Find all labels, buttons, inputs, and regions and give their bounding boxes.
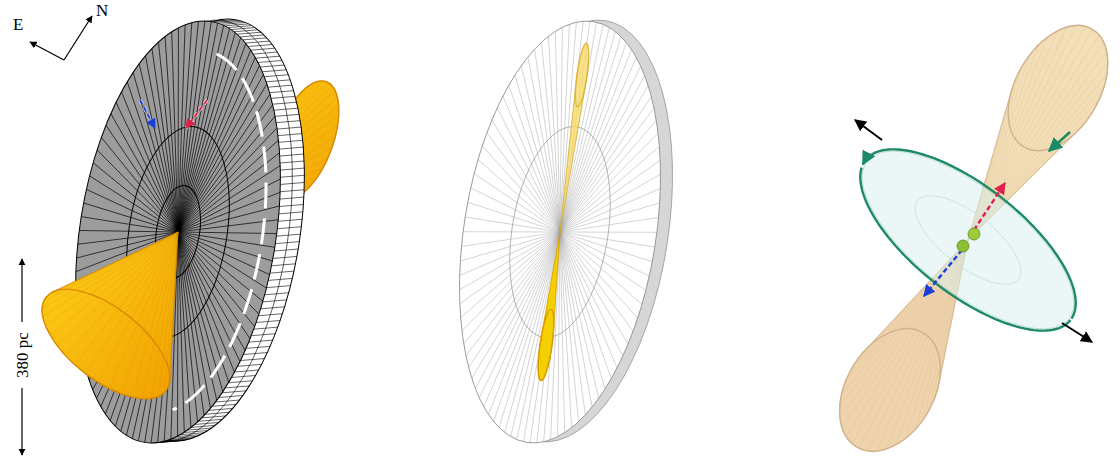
compass-label: E bbox=[11, 15, 25, 34]
scale-label: 380 pc bbox=[13, 330, 32, 380]
torus-outflow-sketch bbox=[819, 8, 1120, 462]
disk-model-solid bbox=[22, 4, 353, 457]
disk-model-wire bbox=[432, 6, 700, 458]
compass-label: N bbox=[94, 1, 110, 20]
